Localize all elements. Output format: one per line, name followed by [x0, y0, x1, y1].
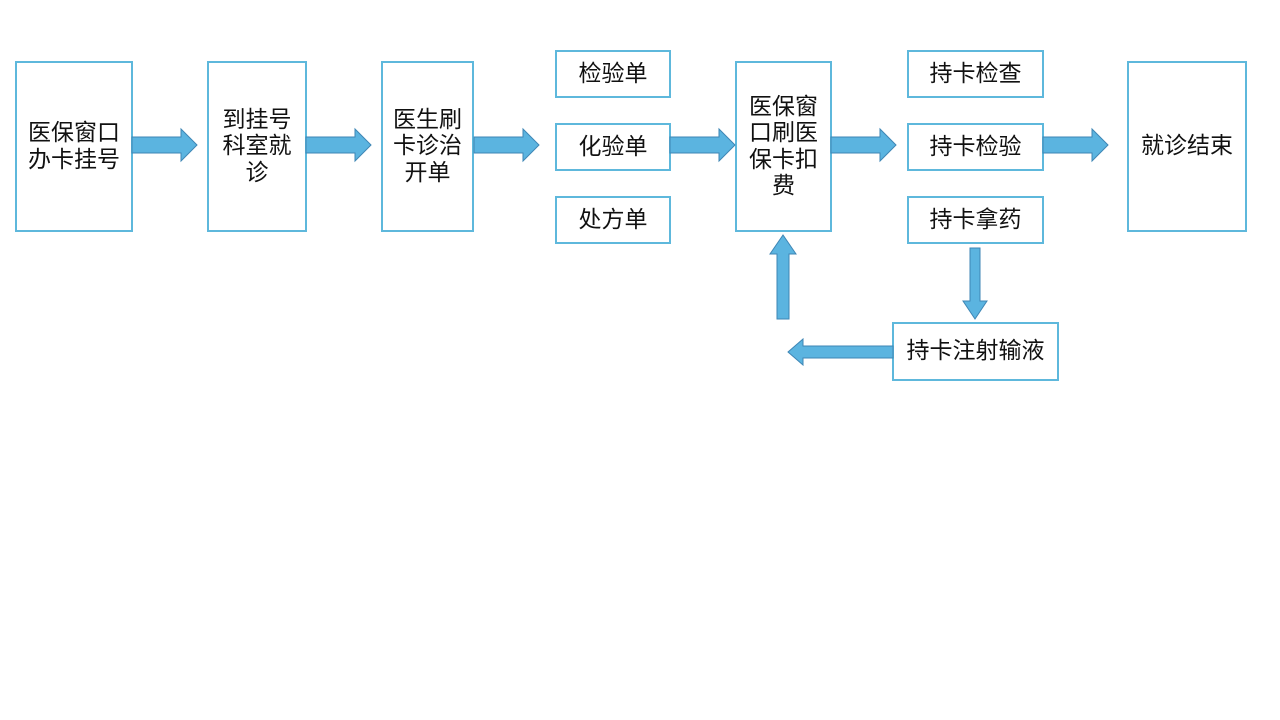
node-visit-line1: 到挂号 — [222, 106, 292, 133]
arrow-down-icon — [962, 247, 988, 320]
node-test: 持卡检验 — [907, 123, 1044, 171]
node-payment-line1: 医保窗 — [749, 93, 818, 120]
node-register: 医保窗口 办卡挂号 — [15, 61, 133, 232]
node-doctor-line3: 开单 — [404, 159, 451, 186]
node-payment-line3: 保卡扣 — [749, 146, 818, 173]
node-visit: 到挂号 科室就 诊 — [207, 61, 307, 232]
node-test-label: 持卡检验 — [929, 133, 1022, 160]
node-payment-line2: 口刷医 — [749, 120, 818, 147]
node-exam-label: 持卡检查 — [929, 60, 1022, 87]
node-inspection-form-label: 检验单 — [578, 60, 648, 87]
node-prescription: 处方单 — [555, 196, 671, 244]
node-infusion-label: 持卡注射输液 — [906, 338, 1045, 365]
node-medicine: 持卡拿药 — [907, 196, 1044, 244]
node-register-line1: 医保窗口 — [28, 120, 120, 147]
node-prescription-label: 处方单 — [578, 206, 648, 233]
node-doctor-line1: 医生刷 — [393, 106, 462, 133]
node-inspection-form: 检验单 — [555, 50, 671, 98]
node-medicine-label: 持卡拿药 — [929, 206, 1022, 233]
node-visit-line3: 诊 — [245, 159, 269, 186]
node-lab-form: 化验单 — [555, 123, 671, 171]
node-lab-form-label: 化验单 — [578, 133, 648, 160]
arrow-right-icon — [131, 127, 198, 163]
node-doctor-line2: 卡诊治 — [393, 133, 462, 160]
arrow-right-icon — [305, 127, 372, 163]
arrow-right-icon — [1042, 127, 1109, 163]
node-exam: 持卡检查 — [907, 50, 1044, 98]
arrow-right-icon — [669, 127, 736, 163]
node-visit-line2: 科室就 — [222, 133, 292, 160]
arrow-left-icon — [787, 338, 894, 366]
node-end: 就诊结束 — [1127, 61, 1247, 232]
node-doctor: 医生刷 卡诊治 开单 — [381, 61, 474, 232]
node-infusion: 持卡注射输液 — [892, 322, 1059, 381]
node-payment: 医保窗 口刷医 保卡扣 费 — [735, 61, 832, 232]
arrow-up-icon — [769, 234, 797, 320]
node-payment-line4: 费 — [772, 172, 795, 199]
node-register-line2: 办卡挂号 — [28, 146, 120, 173]
node-end-label: 就诊结束 — [1141, 133, 1233, 160]
arrow-right-icon — [830, 127, 897, 163]
arrow-right-icon — [473, 127, 540, 163]
